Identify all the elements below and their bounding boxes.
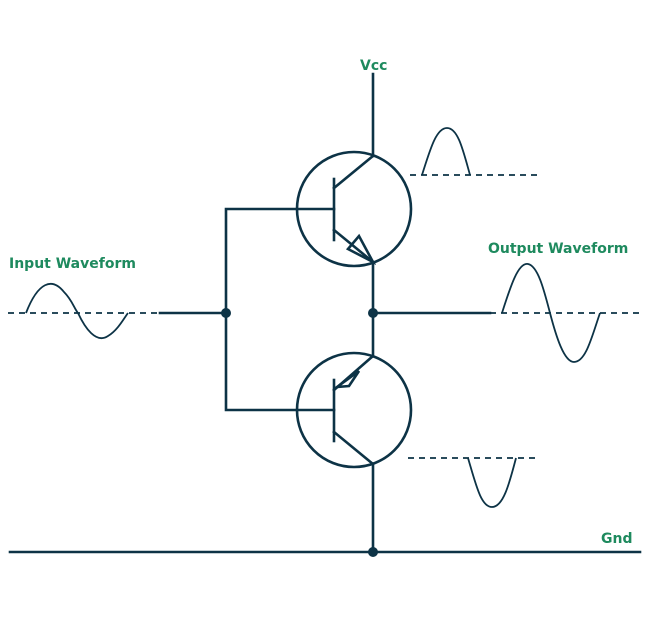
- ground-junction-dot: [368, 547, 378, 557]
- input-junction-dot: [221, 308, 231, 318]
- negative-half-waveform: [408, 457, 536, 508]
- input-waveform: [8, 282, 160, 339]
- output-waveform: [490, 263, 640, 363]
- pnp-collector-lead: [332, 430, 375, 466]
- input-waveform-sine: [25, 282, 129, 339]
- output-waveform-label: Output Waveform: [488, 241, 628, 257]
- positive-half-wave: [421, 127, 471, 176]
- output-waveform-sine: [501, 263, 601, 363]
- npn-emitter-lead: [332, 228, 375, 264]
- input-waveform-label: Input Waveform: [9, 256, 136, 272]
- base-feed-wire: [224, 207, 336, 412]
- output-junction-dot: [368, 308, 378, 318]
- pnp-emitter-arrow-icon: [332, 369, 361, 389]
- gnd-label: Gnd: [601, 531, 632, 547]
- vcc-label: Vcc: [360, 58, 387, 74]
- npn-collector-lead: [332, 154, 375, 190]
- npn-emitter-arrow-icon: [345, 233, 377, 266]
- negative-half-wave: [467, 457, 517, 508]
- positive-half-waveform: [410, 127, 538, 176]
